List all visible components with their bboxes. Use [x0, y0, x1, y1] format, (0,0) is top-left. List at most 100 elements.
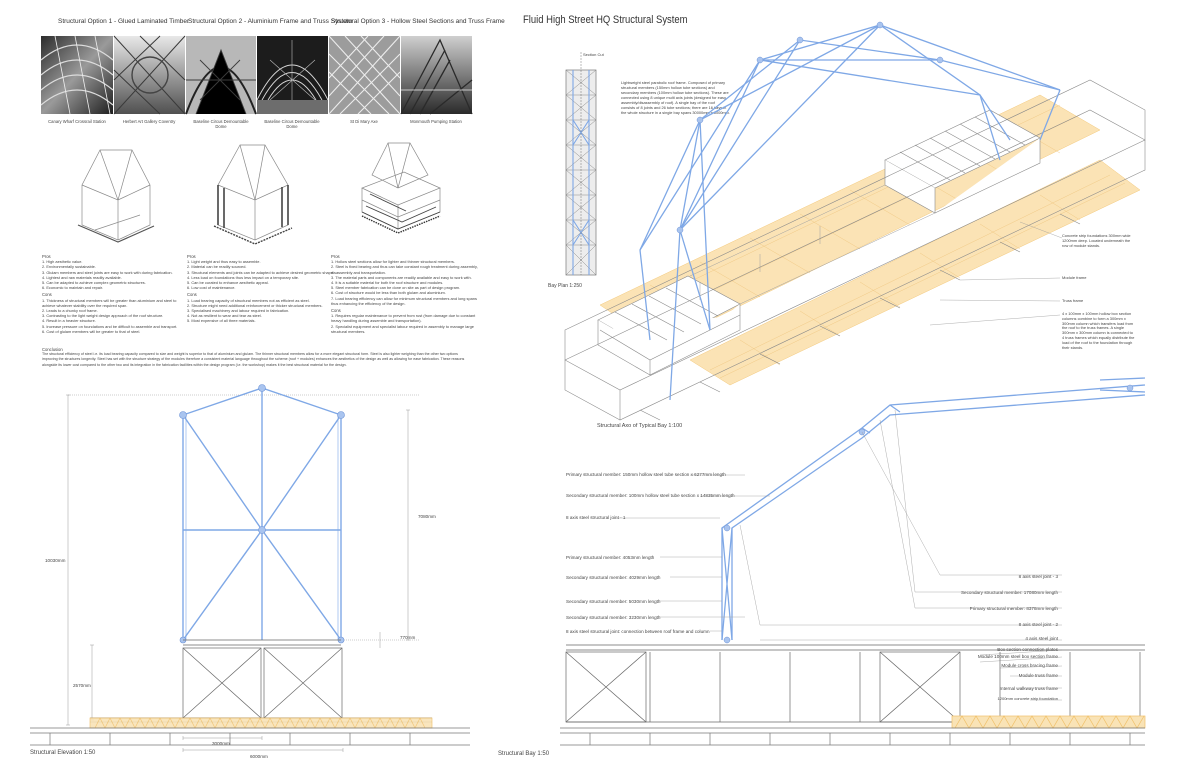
cons-item: 2. Structure might need additional reinf…: [187, 302, 323, 308]
photo-caption: Baseline Circus Demountable Dome: [264, 119, 320, 129]
option3-title: Structural Option 3 - Hollow Steel Secti…: [331, 18, 505, 25]
pros-item: 6. Economic to maintain and repair.: [42, 285, 103, 291]
cons-item: 3. Specialised machinery and labour requ…: [187, 308, 290, 314]
foundations-line: row of module stands.: [1062, 242, 1101, 248]
bay-label-right: 8 axis steel joint - 3: [1018, 574, 1058, 579]
pros-item: 2. Material can be readily sourced.: [187, 264, 247, 270]
cons-item: achieve whatever stability over the requ…: [42, 302, 128, 308]
cons-item: 1. Load bearing capacity of structural m…: [187, 297, 310, 303]
bay-foundation: [560, 727, 1145, 746]
dim-upper: 7080mm: [418, 514, 436, 519]
bay-plan-title: Bay Plan 1:250: [548, 283, 582, 289]
cons-item: 4. Not as resilient to wear and tear as …: [187, 313, 262, 319]
conclusion-line: improving the structures longevity. Stee…: [42, 357, 465, 362]
bay-modules: [565, 644, 1145, 723]
column-line: 300mm column which transfers load from: [1062, 320, 1134, 326]
cons-item: 1. Requires regular maintenance to preve…: [331, 313, 476, 319]
pros-item: 7. Load bearing efficiency can allow for…: [331, 295, 477, 301]
bay-label-right: 8 axis steel joint - 2: [1018, 622, 1058, 627]
axo-foundation: [564, 79, 1146, 421]
dim-6000: 6000mm: [250, 754, 268, 759]
axo-mid-modules: [689, 184, 936, 305]
pros-item: 3. The material parts and components are…: [331, 274, 472, 280]
cons-item: 4. Result in a heavier structure.: [42, 318, 96, 324]
bay-label-right: 4 axis steel joint: [1025, 636, 1058, 641]
bay-label-right: Primary structural member: 8378mm length: [969, 606, 1058, 611]
bay-label-left: Secondary structural member: 3230mm leng…: [566, 615, 661, 620]
bay-label-right: Module truss frame: [1018, 673, 1058, 678]
bay-label-right: 1200mm concrete strip foundation: [997, 696, 1058, 701]
axo-title: Structural Axo of Typical Bay 1:100: [597, 423, 683, 429]
bay-truss-band: [951, 715, 1146, 729]
structural-elevation: [30, 384, 470, 752]
cons-item: 5. Most expensive of all three materials…: [187, 318, 256, 324]
pros-item: 6. Cost of structure would be less than …: [331, 290, 446, 296]
bay-label-left: 8 axis steel structural joint: connectio…: [566, 629, 710, 634]
option2-title: Structural Option 2 - Aluminium Frame an…: [188, 18, 353, 25]
column-label: 4 x 100mm x 100mm hollow box section col…: [1062, 311, 1135, 350]
pros-heading: Pros: [42, 254, 51, 259]
column-line: their stands.: [1062, 344, 1084, 350]
pros-item: 1. Light weight and thus easy to assembl…: [187, 259, 261, 265]
bay-plan: [565, 52, 597, 276]
bay-label-left: Primary structural member: 150mm hollow …: [566, 472, 726, 477]
roof-note-line: structural members (150mm hollow tube se…: [621, 85, 715, 90]
foundations-line: Concrete strip foundations 300mm wide: [1062, 233, 1131, 238]
foundations-label: Concrete strip foundations 300mm wide 12…: [1062, 233, 1131, 248]
module-frame-label: Module frame: [1062, 275, 1087, 280]
column-line: load of the roof to the foundation throu…: [1062, 339, 1133, 345]
bay-label-right: Box section connection plates: [997, 647, 1058, 652]
column-line: 4 truss frames which equally distribute …: [1062, 334, 1135, 340]
pros-item: 1. Hollow steel sections allow for light…: [331, 259, 455, 265]
roof-note-line: connected using 8 unique multi axis join…: [621, 95, 726, 100]
photo-caption: Canary Wharf Crossrail Station: [48, 119, 106, 124]
cons-item: 2. Specialist equipment and specialist l…: [331, 323, 474, 329]
cons-heading: Cons: [42, 292, 52, 298]
elevation-title: Structural Elevation 1:50: [30, 750, 96, 756]
cons-item: 5. Increase pressure on foundations and …: [42, 323, 178, 329]
bay-label-left: Secondary structural member: 5030mm leng…: [566, 599, 661, 604]
cons-item: 3. Contrasting to the light weight desig…: [42, 313, 164, 319]
elevation-module-frame: [90, 639, 432, 723]
bay-label-left: Secondary structural member: 4029mm leng…: [566, 575, 661, 580]
pros-item: 4. It is a suitable material for both th…: [331, 280, 444, 286]
option2-sketch: [213, 144, 293, 245]
pros-item: 3. Glulam members and steel joints are e…: [42, 269, 173, 275]
photo-caption: Monmouth Pumping Station: [410, 119, 462, 124]
pros-item: 5. Steel member fabrication can be done …: [331, 285, 461, 291]
cons-item: 1. Thickness of structural members will …: [42, 297, 177, 303]
elevation-roof-frame: [182, 387, 342, 641]
axo-roof-joints: [676, 21, 944, 234]
cons-item: heavy handling during assemble and trans…: [331, 318, 422, 324]
truss-frame-label: Truss frame: [1062, 298, 1084, 303]
bay-label-left: Primary structural member: 4053mm length: [566, 555, 655, 560]
structural-bay: [560, 377, 1146, 746]
column-line: columns combine to form a 300mm x: [1062, 315, 1126, 321]
pros-item: 4. Less load on foundations thus less im…: [187, 274, 300, 280]
axo-leader-lines: [929, 221, 1063, 326]
photo-caption: Herbert Art Gallery Coventry: [122, 119, 176, 124]
bay-title: Structural Bay 1:50: [498, 751, 550, 757]
dim-3000: 3000mm: [212, 741, 230, 746]
elevation-dimension-lines: [66, 394, 420, 752]
elevation-truss-band: [89, 717, 433, 729]
foundations-line: 1200mm deep. Located underneath the: [1062, 237, 1131, 243]
dim-total-height: 10030mm: [45, 558, 66, 563]
bay-roof-frame: [721, 377, 1146, 641]
pros-item: thus enhancing the efficiency of the des…: [331, 300, 406, 306]
pros-heading: Pros: [331, 254, 340, 259]
pros-item: 1. High aesthetic value.: [42, 259, 83, 265]
option3-sketch: [361, 142, 441, 234]
pros-item: 5. Can be adapted to achieve complex geo…: [42, 280, 146, 286]
column-line: 300mm x 300mm column is connected to: [1062, 330, 1133, 336]
option1-sketch: [77, 149, 155, 243]
column-line: 4 x 100mm x 100mm hollow box section: [1062, 311, 1132, 316]
option3-text: Pros 1. Hollow steel sections allow for …: [331, 252, 478, 334]
conclusion-text: Conclusion The structural efficiency of …: [42, 345, 472, 368]
dim-2570: 2570mm: [73, 683, 91, 688]
cons-item: 6. Cost of glulam members will be greate…: [42, 328, 141, 334]
pros-item: 6. Low cost of maintenance.: [187, 285, 236, 291]
conclusion-line: The structural efficiency of steel i.e. …: [42, 352, 458, 357]
photo-caption: St Di Mary Axe: [350, 119, 378, 124]
